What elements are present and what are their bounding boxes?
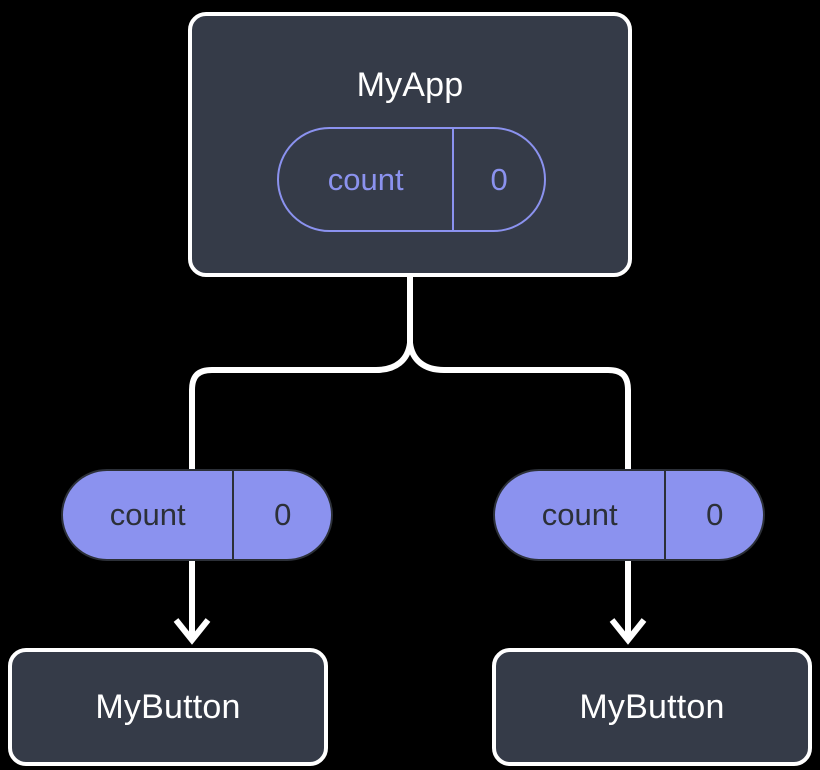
component-title-mybutton-left: MyButton [95,688,241,726]
prop-pill-right[interactable]: count 0 [493,469,765,561]
component-node-mybutton-left[interactable]: MyButton [8,648,328,766]
prop-pill-right-key: count [541,497,618,532]
arrow-right-head [609,618,647,645]
state-pill-root-key: count [327,161,404,197]
component-title-mybutton-right: MyButton [579,688,725,726]
connector-fork-left [189,340,413,473]
component-title-myapp: MyApp [356,66,464,104]
state-pill-root[interactable]: count 0 [277,127,546,232]
prop-pill-left-key: count [109,497,186,532]
component-node-mybutton-right[interactable]: MyButton [492,648,812,766]
state-pill-root-value: 0 [452,129,544,230]
prop-pill-right-value: 0 [664,471,763,559]
prop-pill-left-value: 0 [232,471,331,559]
arrow-left-head [173,618,211,645]
prop-pill-left[interactable]: count 0 [61,469,333,561]
connector-fork-right [407,340,631,473]
